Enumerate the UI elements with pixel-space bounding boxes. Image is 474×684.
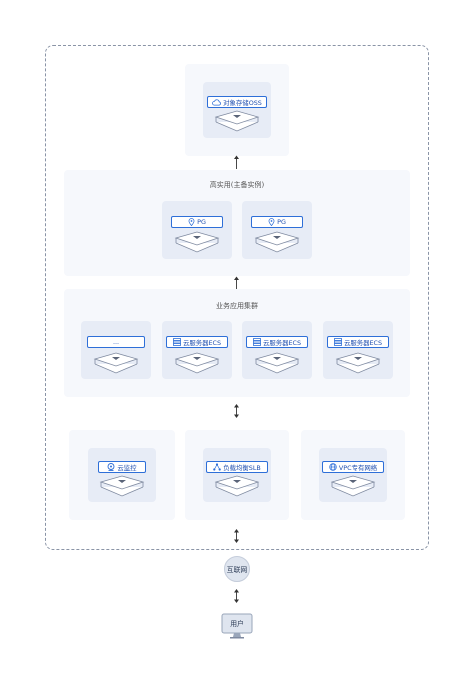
up-arrow <box>234 155 239 169</box>
ellipsis-pill: ... <box>87 336 145 348</box>
stack-graphic <box>254 352 300 374</box>
server-icon <box>173 338 181 346</box>
oss-card[interactable]: 对象存储OSS <box>203 82 271 138</box>
vpc-label: VPC专有网络 <box>338 463 378 472</box>
location-pin-icon <box>268 218 275 226</box>
ecs-pill: 云服务器ECS <box>246 336 308 348</box>
location-pin-icon <box>188 218 195 226</box>
oss-label: 对象存储OSS <box>223 98 262 107</box>
slb-card[interactable]: 负载均衡SLB <box>203 448 271 502</box>
bidirectional-arrow <box>234 404 239 418</box>
bidirectional-arrow <box>234 529 239 543</box>
stack-graphic <box>330 475 376 497</box>
ha-panel: 高实用(主备实例) <box>64 170 410 276</box>
vpc-pill: VPC专有网络 <box>322 461 384 473</box>
pg-label: PG <box>197 218 206 226</box>
cluster-title: 业务应用集群 <box>216 302 258 310</box>
vpc-card[interactable]: VPC专有网络 <box>319 448 387 502</box>
bidirectional-arrow <box>234 589 239 603</box>
ecs-card[interactable]: 云服务器ECS <box>242 321 312 379</box>
ecs-pill: 云服务器ECS <box>166 336 228 348</box>
ecs-card[interactable]: 云服务器ECS <box>162 321 232 379</box>
internet-label: 互联网 <box>226 566 248 574</box>
ecs-pill: 云服务器ECS <box>327 336 389 348</box>
network-nodes-icon <box>213 463 222 471</box>
stack-graphic <box>335 352 381 374</box>
up-arrow <box>234 276 239 290</box>
monitor-card[interactable]: 云监控 <box>88 448 156 502</box>
stack-graphic <box>174 352 220 374</box>
pg-card-standby[interactable]: PG <box>242 201 312 259</box>
cloud-icon <box>212 98 221 105</box>
slb-label: 负载均衡SLB <box>223 463 261 472</box>
slb-pill: 负载均衡SLB <box>206 461 268 473</box>
user-node[interactable]: 用户 <box>221 613 253 639</box>
oss-pill: 对象存储OSS <box>207 96 267 108</box>
user-label: 用户 <box>230 620 244 628</box>
computer-monitor-icon <box>221 613 253 639</box>
stack-graphic <box>93 352 139 374</box>
monitor-icon <box>107 463 115 471</box>
stack-graphic <box>254 231 300 253</box>
pg-pill: PG <box>171 216 223 228</box>
monitor-pill: 云监控 <box>98 461 146 473</box>
stack-graphic <box>214 475 260 497</box>
pg-card-primary[interactable]: PG <box>162 201 232 259</box>
stack-graphic <box>174 231 220 253</box>
ecs-card[interactable]: 云服务器ECS <box>323 321 393 379</box>
ha-title: 高实用(主备实例) <box>209 181 265 189</box>
pg-label: PG <box>277 218 286 226</box>
server-icon <box>253 338 261 346</box>
ecs-label: 云服务器ECS <box>182 338 222 347</box>
stack-graphic <box>214 110 260 132</box>
stack-graphic <box>99 475 145 497</box>
ellipsis-label: ... <box>112 338 120 346</box>
ecs-label: 云服务器ECS <box>262 338 302 347</box>
ellipsis-card[interactable]: ... <box>81 321 151 379</box>
ecs-label: 云服务器ECS <box>343 338 383 347</box>
server-icon <box>334 338 342 346</box>
internet-node[interactable]: 互联网 <box>224 556 250 582</box>
monitor-label: 云监控 <box>117 463 137 472</box>
cloud-boundary-frame <box>45 45 429 550</box>
pg-pill: PG <box>251 216 303 228</box>
globe-icon <box>329 463 337 471</box>
